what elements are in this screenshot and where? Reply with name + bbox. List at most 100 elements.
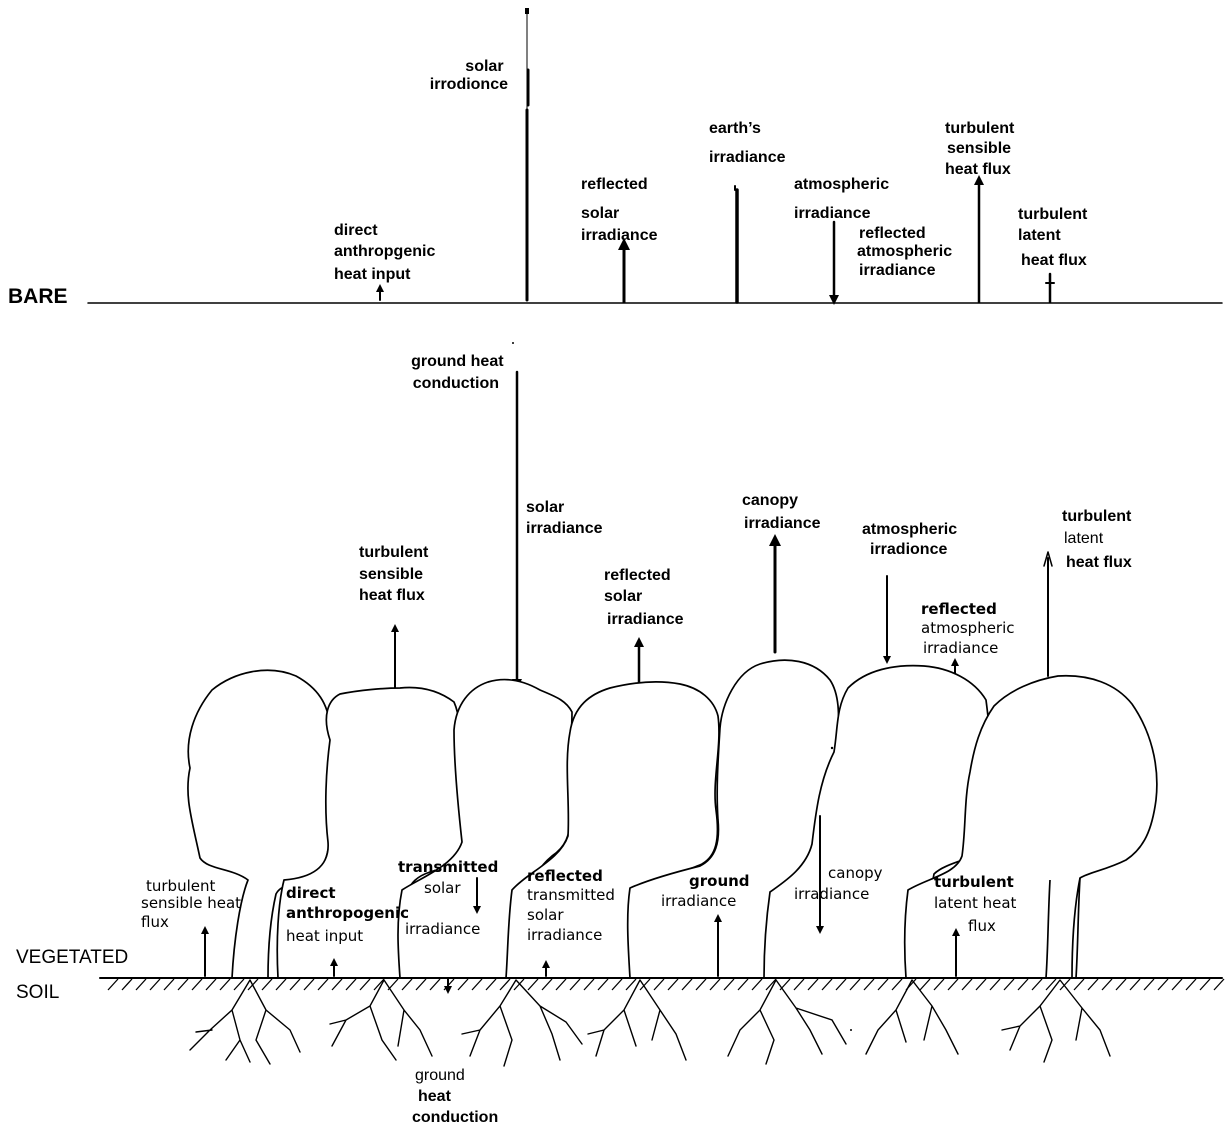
root-system <box>189 979 1111 1067</box>
hatch-mark <box>317 978 329 991</box>
under-turbulent-latent: turbulent latent heat flux <box>934 873 1017 977</box>
hatch-mark <box>933 978 945 991</box>
bare-direct-anthropogenic: direct anthropgenic heat input <box>334 222 440 301</box>
tree-7 <box>903 674 1158 979</box>
under-canopy-section: turbulent sensible heat flux direct anth… <box>141 815 1017 1126</box>
hatch-mark <box>233 978 245 991</box>
under-transmitted-solar: transmitted solar irradiance <box>398 858 503 938</box>
hatch-mark <box>1031 978 1043 991</box>
roots-tree-1 <box>189 979 301 1065</box>
under-turbulent-sensible: turbulent sensible heat flux <box>141 877 241 977</box>
canopy-reflected-atmospheric: reflected atmospheric irradiance <box>921 600 1015 683</box>
hatch-mark <box>485 978 497 991</box>
under-anthropogenic-label: direct anthropogenic heat input <box>286 884 414 945</box>
bare-surface-section: BARE solar irrodionce direct anthropgeni… <box>8 8 1223 689</box>
hatch-mark <box>205 978 217 991</box>
hatch-mark <box>1171 978 1183 991</box>
bare-solar-irradiance-top-mark <box>525 8 529 14</box>
hatch-mark <box>695 978 707 991</box>
canopy-atmospheric-irradiance: atmospheric irradionce <box>862 521 962 664</box>
hatch-mark <box>1199 978 1211 991</box>
hatch-mark <box>821 978 833 991</box>
speckle <box>850 1029 852 1031</box>
under-ground-irradiance-label: ground irradiance <box>661 872 754 910</box>
under-transmitted-label: transmitted solar irradiance <box>398 858 503 938</box>
roots-tree-6 <box>865 979 959 1055</box>
bare-reflected-solar-label: reflected solar irradiance <box>581 176 658 244</box>
hatch-mark <box>107 978 119 991</box>
hatch-mark <box>1115 978 1127 991</box>
hatch-mark <box>835 978 847 991</box>
bare-reflected-atmospheric-label: reflected atmospheric irradiance <box>857 225 957 279</box>
hatch-mark <box>919 978 931 991</box>
canopy-fluxes-section: solar irradiance turbulent sensible heat… <box>359 492 1136 689</box>
hatch-mark <box>1101 978 1113 991</box>
hatch-mark <box>1143 978 1155 991</box>
hatch-mark <box>275 978 287 991</box>
under-reflected-transmitted: reflected transmitted solar irradiance <box>527 867 615 977</box>
bare-anthropogenic-label: direct anthropgenic heat input <box>334 222 440 283</box>
bare-turbulent-latent-label: turbulent latent heat flux <box>1018 206 1092 269</box>
hatch-mark <box>415 978 427 991</box>
hatch-mark <box>1059 978 1071 991</box>
hatch-mark <box>653 978 665 991</box>
hatch-mark <box>709 978 721 991</box>
hatch-mark <box>1087 978 1099 991</box>
hatch-mark <box>877 978 889 991</box>
roots-tree-2 <box>329 979 433 1061</box>
under-canopy-irradiance-label: canopy irradiance <box>794 864 887 903</box>
hatch-mark <box>289 978 301 991</box>
canopy-solar-irradiance-label: solar irradiance <box>526 499 603 537</box>
hatch-mark <box>1045 978 1057 991</box>
hatch-mark <box>1185 978 1197 991</box>
canopy-reflected-solar: reflected solar irradiance <box>604 567 684 684</box>
canopy-atmospheric-label: atmospheric irradionce <box>862 521 962 558</box>
bare-earths-irradiance: earth’s irradiance <box>709 120 786 304</box>
hatch-mark <box>947 978 959 991</box>
under-ground-heat-label: ground heat conduction <box>412 1067 498 1126</box>
roots-tree-4 <box>587 979 687 1061</box>
speckle <box>830 746 834 750</box>
tree-row <box>187 659 1158 979</box>
hatch-mark <box>177 978 189 991</box>
hatch-mark <box>611 978 623 991</box>
bare-turbulent-sensible: turbulent sensible heat flux <box>945 120 1015 304</box>
canopy-turbulent-latent-label: turbulent latent heat flux <box>1062 508 1136 571</box>
hatch-mark <box>737 978 749 991</box>
bare-earths-irradiance-label: earth’s irradiance <box>709 120 786 166</box>
canopy-reflected-solar-label: reflected solar irradiance <box>604 567 684 628</box>
hatch-mark <box>163 978 175 991</box>
hatch-mark <box>345 978 357 991</box>
hatch-mark <box>513 978 525 991</box>
hatch-mark <box>527 978 539 991</box>
tree-8-trunk <box>1045 877 1081 979</box>
under-direct-anthropogenic: direct anthropogenic heat input <box>286 884 414 977</box>
roots-tree-3 <box>461 979 583 1067</box>
hatch-mark <box>149 978 161 991</box>
hatch-mark <box>541 978 553 991</box>
hatch-mark <box>121 978 133 991</box>
under-canopy-irradiance: canopy irradiance <box>794 815 887 934</box>
hatch-mark <box>807 978 819 991</box>
bare-turbulent-latent: turbulent latent heat flux <box>1018 206 1092 304</box>
canopy-turbulent-latent: turbulent latent heat flux <box>1043 508 1136 677</box>
hatch-mark <box>667 978 679 991</box>
hatch-mark <box>191 978 203 991</box>
hatch-mark <box>569 978 581 991</box>
canopy-irradiance-label: canopy irradiance <box>742 492 821 532</box>
hatch-mark <box>1073 978 1085 991</box>
hatch-mark <box>359 978 371 991</box>
hatch-mark <box>765 978 777 991</box>
canopy-canopy-irradiance: canopy irradiance <box>742 492 821 654</box>
under-ground-heat-conduction: ground heat conduction <box>412 977 498 1126</box>
stray-dot <box>512 342 514 344</box>
hatch-mark <box>793 978 805 991</box>
bare-reflected-solar: reflected solar irradiance <box>581 176 658 304</box>
bare-atmospheric-irradiance-label: atmospheric irradiance <box>794 176 894 222</box>
roots-tree-5 <box>727 979 847 1065</box>
hatch-mark <box>429 978 441 991</box>
vegetated-label: VEGETATED SOIL <box>16 947 134 1003</box>
tree-2 <box>276 686 468 979</box>
hatch-mark <box>219 978 231 991</box>
